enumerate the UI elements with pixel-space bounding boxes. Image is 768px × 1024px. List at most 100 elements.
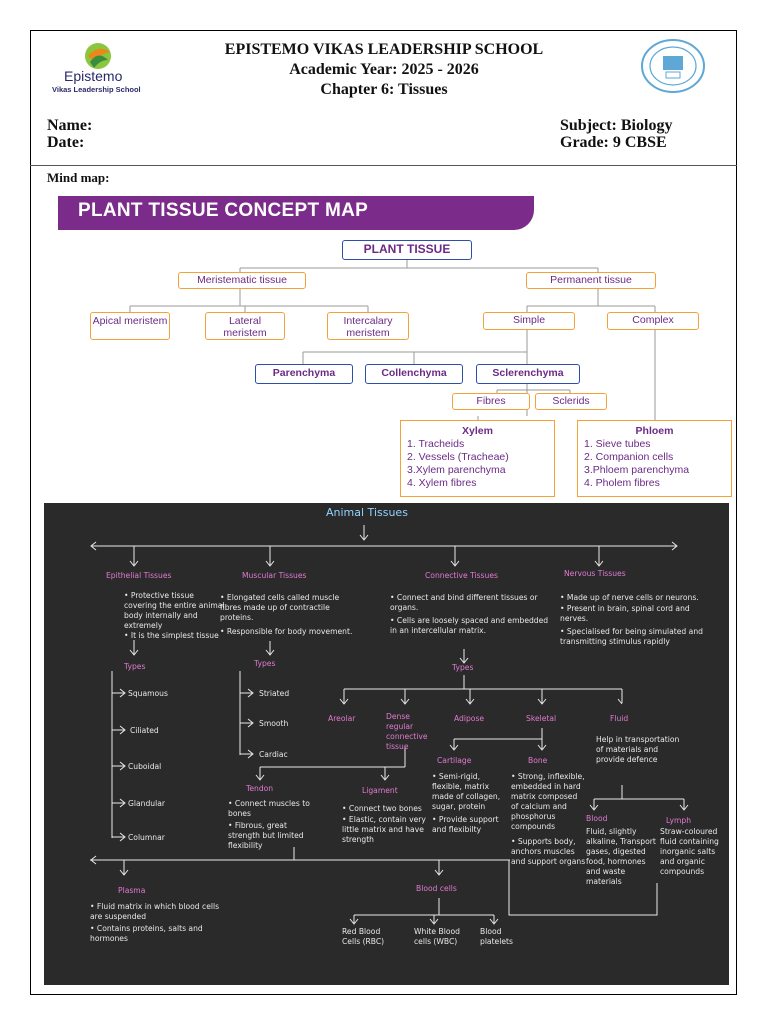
epithelial-type: Ciliated xyxy=(130,726,159,735)
plasma-title: Plasma xyxy=(118,886,146,895)
cartilage-title: Cartilage xyxy=(437,756,472,765)
bloodcells-title: Blood cells xyxy=(416,884,457,893)
intercalary-box: Intercalary meristem xyxy=(327,312,409,340)
epithelial-point-text: It is the simplest tissue xyxy=(130,631,219,640)
animal-connectors xyxy=(90,525,689,925)
blood-title: Blood xyxy=(586,814,608,823)
page-frame xyxy=(30,30,737,995)
xylem-item: 1. Tracheids xyxy=(407,438,465,450)
phloem-item: 2. Companion cells xyxy=(584,451,674,463)
plasma-point-text: Contains proteins, salts and hormones xyxy=(90,924,203,943)
xylem-item: 3.Xylem parenchyma xyxy=(407,464,506,476)
collenchyma-box: Collenchyma xyxy=(365,364,463,384)
school-name: EPISTEMO VIKAS LEADERSHIP SCHOOL xyxy=(224,41,544,58)
epithelial-point: • It is the simplest tissue xyxy=(124,631,219,640)
complex-box: Complex xyxy=(607,312,699,330)
animal-title: Animal Tissues xyxy=(326,506,408,519)
epithelial-type: Columnar xyxy=(128,833,165,842)
connective-point-text: Cells are loosely spaced and embedded in… xyxy=(390,616,549,635)
plasma-point: • Fluid matrix in which blood cells are … xyxy=(90,902,220,921)
bloodcell-item: Red Blood Cells (RBC) xyxy=(342,927,385,946)
epithelial-types-label: Types xyxy=(124,662,146,671)
epithelial-type: Squamous xyxy=(128,689,168,698)
muscular-point-text: Elongated cells called muscle fibres mad… xyxy=(220,593,340,622)
xylem-item: 2. Vessels (Tracheae) xyxy=(407,451,509,463)
bone-title: Bone xyxy=(528,756,548,765)
epistemo-logo xyxy=(85,43,111,69)
nervous-point-text: Specialised for being simulated and tran… xyxy=(560,627,703,646)
plant-banner-text: PLANT TISSUE CONCEPT MAP xyxy=(78,200,369,221)
tendon-title: Tendon xyxy=(246,784,274,793)
lateral-box: Lateral meristem xyxy=(205,312,285,340)
connective-title: Connective Tissues xyxy=(425,571,498,580)
bloodcell-item: White Blood cells (WBC) xyxy=(414,927,460,946)
epithelial-type: Glandular xyxy=(128,799,165,808)
connective-point: • Connect and bind different tissues or … xyxy=(390,593,538,612)
blood-description: Fluid, slightly alkaline, Transport gase… xyxy=(586,827,656,886)
connective-point: • Cells are loosely spaced and embedded … xyxy=(390,616,549,635)
epithelial-point: • Protective tissue covering the entire … xyxy=(124,591,225,630)
academic-year: Academic Year: 2025 - 2026 xyxy=(289,61,479,78)
connective-type: Skeletal xyxy=(526,714,557,723)
bloodcell-item: Blood platelets xyxy=(480,927,513,946)
tendon-point: • Fibrous, great strength but limited fl… xyxy=(228,821,304,850)
connective-point-text: Connect and bind different tissues or or… xyxy=(390,593,538,612)
tendon-point: • Connect muscles to bones xyxy=(228,799,310,818)
tendon-point-text: Connect muscles to bones xyxy=(228,799,310,818)
nervous-point-text: Made up of nerve cells or neurons. xyxy=(566,593,699,602)
connective-type: Areolar xyxy=(328,714,356,723)
plasma-point: • Contains proteins, salts and hormones xyxy=(90,924,203,943)
parenchyma-box: Parenchyma xyxy=(255,364,353,384)
logo-sub: Vikas Leadership School xyxy=(52,85,141,94)
phloem-item: 3.Phloem parenchyma xyxy=(584,464,690,476)
ligament-point: • Connect two bones xyxy=(342,804,422,813)
muscular-types-label: Types xyxy=(254,659,276,668)
cartilage-point-text: Semi-rigid, flexible, matrix made of col… xyxy=(432,772,501,811)
animal-chalkboard: Animal Tissues Epithelial Tissues • Prot… xyxy=(44,503,729,985)
connective-type: Dense regular connective tissue xyxy=(386,712,428,751)
muscular-type: Cardiac xyxy=(259,750,288,759)
cartilage-point: • Semi-rigid, flexible, matrix made of c… xyxy=(432,772,501,811)
cbse-seal xyxy=(641,39,705,93)
tendon-point-text: Fibrous, great strength but limited flex… xyxy=(228,821,304,850)
meristematic-box: Meristematic tissue xyxy=(178,272,306,289)
muscular-type: Striated xyxy=(259,689,290,698)
simple-box: Simple xyxy=(483,312,575,330)
nervous-title: Nervous Tissues xyxy=(564,569,626,578)
plant-root: PLANT TISSUE xyxy=(342,240,472,260)
muscular-title: Muscular Tissues xyxy=(242,571,307,580)
fibres-box: Fibres xyxy=(452,393,530,410)
muscular-type: Smooth xyxy=(259,719,289,728)
lymph-title: Lymph xyxy=(666,816,692,825)
bone-point-text: Strong, inflexible, embedded in hard mat… xyxy=(511,772,585,831)
permanent-box: Permanent tissue xyxy=(526,272,656,289)
nervous-point: • Made up of nerve cells or neurons. xyxy=(560,593,699,602)
connective-types-label: Types xyxy=(452,663,474,672)
muscular-point-text: Responsible for body movement. xyxy=(226,627,353,636)
plant-banner: PLANT TISSUE CONCEPT MAP xyxy=(58,196,534,230)
grade-field: Grade: 9 CBSE xyxy=(560,134,667,151)
mindmap-label: Mind map: xyxy=(47,170,110,185)
xylem-title: Xylem xyxy=(462,425,493,437)
phloem-item: 1. Sieve tubes xyxy=(584,438,651,450)
chapter-title: Chapter 6: Tissues xyxy=(320,81,448,98)
ligament-point: • Elastic, contain very little matrix an… xyxy=(342,815,426,844)
plant-connectors xyxy=(129,260,656,420)
apical-box: Apical meristem xyxy=(90,312,170,340)
logo-word: Epistemo xyxy=(64,68,123,84)
nervous-point: • Present in brain, spinal cord and nerv… xyxy=(560,604,690,623)
fluid-description: Help in transportation of materials and … xyxy=(596,735,680,764)
phloem-box: Phloem 1. Sieve tubes 2. Companion cells… xyxy=(577,420,732,497)
phloem-title: Phloem xyxy=(635,425,674,437)
ligament-title: Ligament xyxy=(362,786,398,795)
bone-point: • Strong, inflexible, embedded in hard m… xyxy=(511,772,585,831)
sclerenchyma-box: Sclerenchyma xyxy=(476,364,580,384)
connective-type: Fluid xyxy=(610,714,629,723)
muscular-point: • Responsible for body movement. xyxy=(220,627,353,636)
connective-type: Adipose xyxy=(454,714,485,723)
cartilage-point-text: Provide support and flexibilty xyxy=(432,815,499,834)
xylem-box: Xylem 1. Tracheids 2. Vessels (Tracheae)… xyxy=(400,420,555,497)
nervous-point-text: Present in brain, spinal cord and nerves… xyxy=(560,604,690,623)
ligament-point-text: Connect two bones xyxy=(348,804,422,813)
date-field: Date: xyxy=(47,134,85,151)
